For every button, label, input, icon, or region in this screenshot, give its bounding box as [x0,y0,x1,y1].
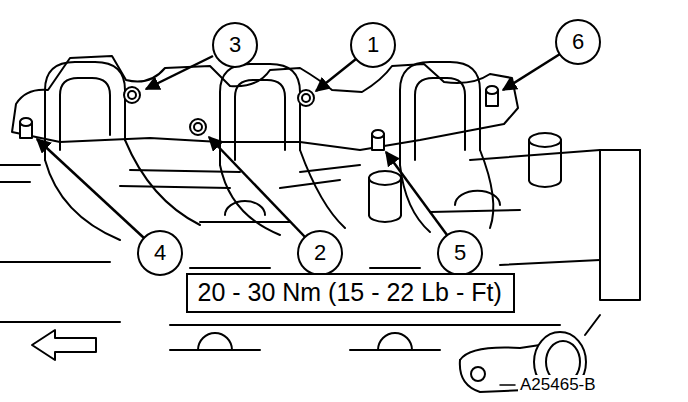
callout-number: 5 [454,241,466,265]
callout-circle: 3 [212,22,258,68]
callout-number: 2 [314,241,326,265]
callout-circle: 6 [555,19,601,65]
callout-circle: 1 [350,22,396,68]
callout-circle: 2 [297,230,343,276]
figure-code: A25465-B [518,375,598,395]
torque-spec-box: 20 - 30 Nm (15 - 22 Lb - Ft) [186,273,515,313]
torque-spec: 20 - 30 Nm (15 - 22 Lb - Ft) [198,279,503,307]
callout-circle: 4 [137,230,183,276]
callout-number: 1 [367,33,379,57]
callout-number: 6 [572,30,584,54]
callout-number: 3 [229,33,241,57]
callout-number: 4 [154,241,166,265]
callout-circle: 5 [437,230,483,276]
